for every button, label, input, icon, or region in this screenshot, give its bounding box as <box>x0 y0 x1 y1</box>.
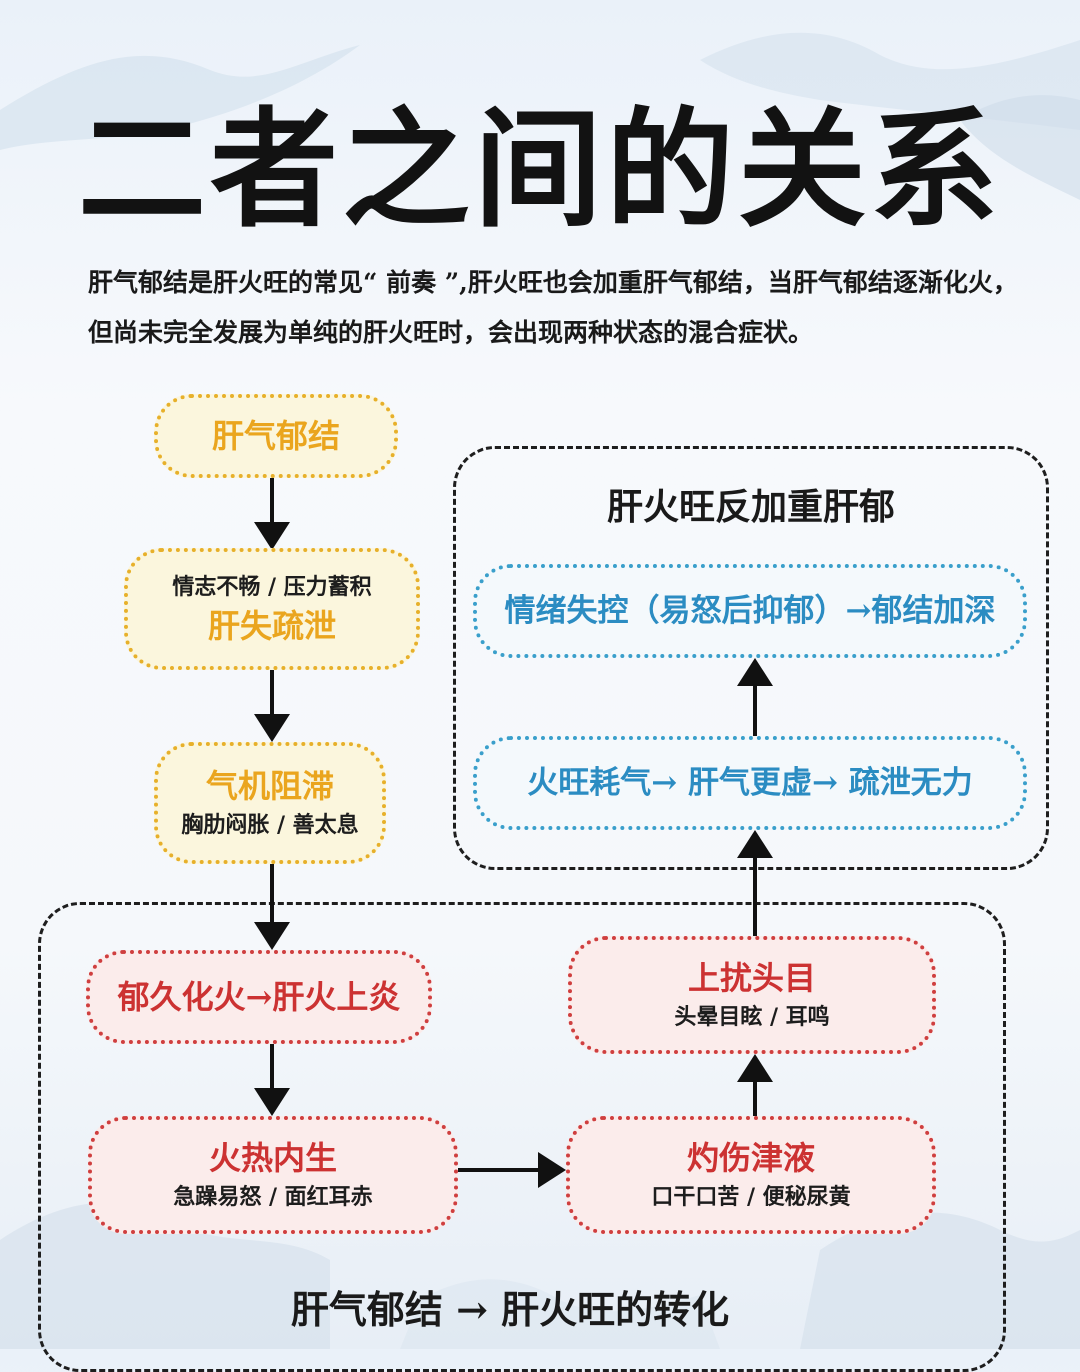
top-lower-main-label: 火旺耗气→ 肝气更虚→ 疏泄无力 <box>527 765 973 801</box>
bottom-c-sub-label: 口干口苦 / 便秘尿黄 <box>651 1184 851 1210</box>
group-top-frame <box>453 446 1049 870</box>
bottom-b-main-label: 火热内生 <box>208 1139 337 1177</box>
box-damage-body-fluids: 灼伤津液 口干口苦 / 便秘尿黄 <box>566 1116 936 1234</box>
group-bottom-title: 肝气郁结 → 肝火旺的转化 <box>290 1287 730 1332</box>
bottom-a-main-label: 郁久化火→肝火上炎 <box>117 978 401 1016</box>
box-fire-consumes-qi: 火旺耗气→ 肝气更虚→ 疏泄无力 <box>473 736 1027 830</box>
box-emotion-lost-control: 情绪失控（易怒后抑郁）→郁结加深 <box>473 564 1027 658</box>
box2-sub-label: 情志不畅 / 压力蓄积 <box>172 574 372 600</box>
box-stagnation-becomes-fire: 郁久化火→肝火上炎 <box>86 950 432 1044</box>
box-disturb-head-eyes: 上扰头目 头晕目眩 / 耳鸣 <box>568 936 936 1054</box>
box-liver-qi-stagnation: 肝气郁结 <box>154 394 398 478</box>
box-internal-heat: 火热内生 急躁易怒 / 面红耳赤 <box>88 1116 458 1234</box>
box1-main-label: 肝气郁结 <box>211 417 340 455</box>
group-top-title: 肝火旺反加重肝郁 <box>606 486 895 528</box>
box-qi-obstruction: 气机阻滞 胸肋闷胀 / 善太息 <box>154 742 386 864</box>
page-title: 二者之间的关系 <box>77 95 1002 245</box>
box3-sub-label: 胸肋闷胀 / 善太息 <box>181 812 359 838</box>
bottom-c-main-label: 灼伤津液 <box>686 1139 815 1177</box>
top-upper-main-label: 情绪失控（易怒后抑郁）→郁结加深 <box>504 593 996 629</box>
bottom-b-sub-label: 急躁易怒 / 面红耳赤 <box>173 1184 373 1210</box>
intro-paragraph: 肝气郁结是肝火旺的常见“ 前奏 ”,肝火旺也会加重肝气郁结，当肝气郁结逐渐化火，… <box>88 268 1018 347</box>
box3-main-label: 气机阻滞 <box>205 767 334 805</box>
bottom-d-main-label: 上扰头目 <box>687 959 816 997</box>
bottom-d-sub-label: 头晕目眩 / 耳鸣 <box>674 1004 830 1030</box>
box2-main-label: 肝失疏泄 <box>207 607 336 645</box>
box-liver-dysfunction: 情志不畅 / 压力蓄积 肝失疏泄 <box>124 548 420 670</box>
